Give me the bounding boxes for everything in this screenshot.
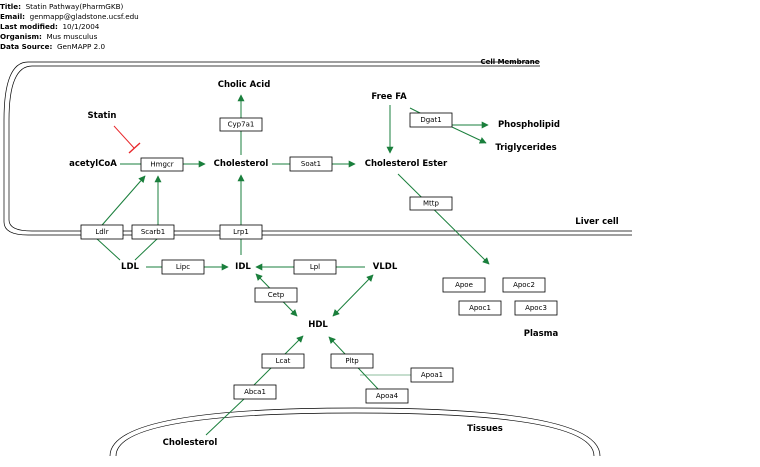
- interactions: [95, 94, 490, 436]
- svg-text:Mttp: Mttp: [423, 200, 440, 208]
- header-modified-row: Last modified: 10/1/2004: [0, 22, 100, 31]
- arrow-ldlr-to-hmgcr: [95, 175, 146, 233]
- gene-box-soat1[interactable]: Soat1: [289, 156, 333, 172]
- arrow-vldl-hdl: [332, 274, 374, 317]
- metabolite-triglycerides: Triglycerides: [495, 143, 556, 153]
- svg-text:Ldlr: Ldlr: [95, 228, 108, 236]
- header-organism: Mus musculus: [46, 32, 98, 41]
- arrow-ester-to-plasma: [397, 173, 490, 265]
- svg-text:Cetp: Cetp: [268, 291, 285, 299]
- metabolite-cholesterol-ester: Cholesterol Ester: [365, 159, 448, 169]
- svg-text:Apoa1: Apoa1: [421, 371, 443, 379]
- header-organism-row: Organism: Mus musculus: [0, 32, 98, 41]
- gene-box-lrp1[interactable]: Lrp1: [219, 224, 263, 240]
- svg-text:Apoa4: Apoa4: [376, 392, 399, 400]
- lipoprotein-ldl: LDL: [121, 262, 139, 272]
- line-tissue-chol-to-abca1: [205, 398, 245, 436]
- svg-text:Scarb1: Scarb1: [141, 228, 165, 236]
- svg-text:Apoe: Apoe: [455, 281, 473, 289]
- statin-inhibition: [113, 125, 141, 154]
- header-modified: 10/1/2004: [62, 22, 100, 31]
- gene-box-mttp[interactable]: Mttp: [409, 196, 453, 211]
- gene-box-cetp[interactable]: Cetp: [254, 287, 298, 303]
- gene-box-apoc1[interactable]: Apoc1: [458, 300, 502, 316]
- svg-text:Lpl: Lpl: [310, 263, 320, 271]
- gene-box-apoe[interactable]: Apoe: [442, 277, 486, 293]
- svg-text:Apoc2: Apoc2: [513, 281, 535, 289]
- metabolite-cholic-acid: Cholic Acid: [218, 80, 271, 90]
- gene-box-dgat1[interactable]: Dgat1: [409, 112, 453, 128]
- metabolite-free-fa: Free FA: [371, 92, 407, 102]
- lipoprotein-hdl: HDL: [308, 320, 328, 330]
- tissues-label: Tissues: [467, 424, 503, 434]
- gene-box-scarb1[interactable]: Scarb1: [131, 224, 175, 240]
- svg-text:Apoc3: Apoc3: [525, 304, 547, 312]
- svg-text:Hmgcr: Hmgcr: [150, 161, 173, 169]
- svg-text:Abca1: Abca1: [244, 388, 266, 396]
- gene-box-lpl[interactable]: Lpl: [293, 259, 337, 275]
- header-source-row: Data Source: GenMAPP 2.0: [0, 42, 106, 51]
- line-ldl-to-ldlr: [95, 237, 121, 261]
- lipoprotein-idl: IDL: [235, 262, 251, 272]
- metabolite-acetylcoa: acetylCoA: [69, 159, 117, 169]
- gene-box-hmgcr[interactable]: Hmgcr: [140, 157, 184, 172]
- svg-text:Lrp1: Lrp1: [233, 228, 249, 236]
- gene-box-lipc[interactable]: Lipc: [161, 259, 205, 275]
- map-header: Title: Statin Pathway(PharmGKB) Email: g…: [0, 2, 139, 52]
- cell-membrane-label: Cell Membrane: [480, 58, 539, 66]
- gene-box-pltp[interactable]: Pltp: [330, 353, 374, 369]
- header-email-row: Email: genmapp@gladstone.ucsf.edu: [0, 12, 139, 21]
- svg-text:Lipc: Lipc: [176, 263, 190, 271]
- gene-box-cyp7a1[interactable]: Cyp7a1: [219, 117, 263, 132]
- metabolite-phospholipid: Phospholipid: [498, 120, 560, 130]
- gene-box-apoa1[interactable]: Apoa1: [410, 367, 454, 383]
- plasma-label: Plasma: [524, 329, 559, 339]
- gene-box-lcat[interactable]: Lcat: [261, 353, 305, 369]
- cell-membrane: [3, 61, 632, 236]
- gene-box-ldlr[interactable]: Ldlr: [80, 224, 124, 240]
- liver-cell-label: Liver cell: [575, 217, 619, 227]
- svg-text:Pltp: Pltp: [345, 357, 359, 365]
- svg-text:Cyp7a1: Cyp7a1: [228, 121, 255, 129]
- header-source: GenMAPP 2.0: [56, 42, 106, 51]
- svg-text:Lcat: Lcat: [276, 357, 291, 365]
- tissue-membrane: [109, 407, 601, 457]
- drug-statin: Statin: [88, 111, 117, 121]
- gene-box-apoc2[interactable]: Apoc2: [502, 277, 546, 293]
- header-title-row: Title: Statin Pathway(PharmGKB): [0, 2, 124, 11]
- line-ldl-to-scarb1: [134, 237, 159, 261]
- header-title: Statin Pathway(PharmGKB): [25, 2, 124, 11]
- arrow-dgat1-to-triglycerides: [451, 126, 487, 144]
- svg-text:Soat1: Soat1: [301, 160, 321, 168]
- svg-text:Apoc1: Apoc1: [469, 304, 491, 312]
- lipoprotein-vldl: VLDL: [373, 262, 398, 272]
- header-email: genmapp@gladstone.ucsf.edu: [29, 12, 139, 21]
- gene-box-abca1[interactable]: Abca1: [233, 384, 277, 400]
- metabolite-tissue-cholesterol: Cholesterol: [163, 438, 218, 448]
- gene-box-apoc3[interactable]: Apoc3: [514, 300, 558, 316]
- svg-text:Dgat1: Dgat1: [420, 116, 441, 124]
- metabolite-cholesterol: Cholesterol: [214, 159, 269, 169]
- gene-box-apoa4[interactable]: Apoa4: [365, 388, 409, 404]
